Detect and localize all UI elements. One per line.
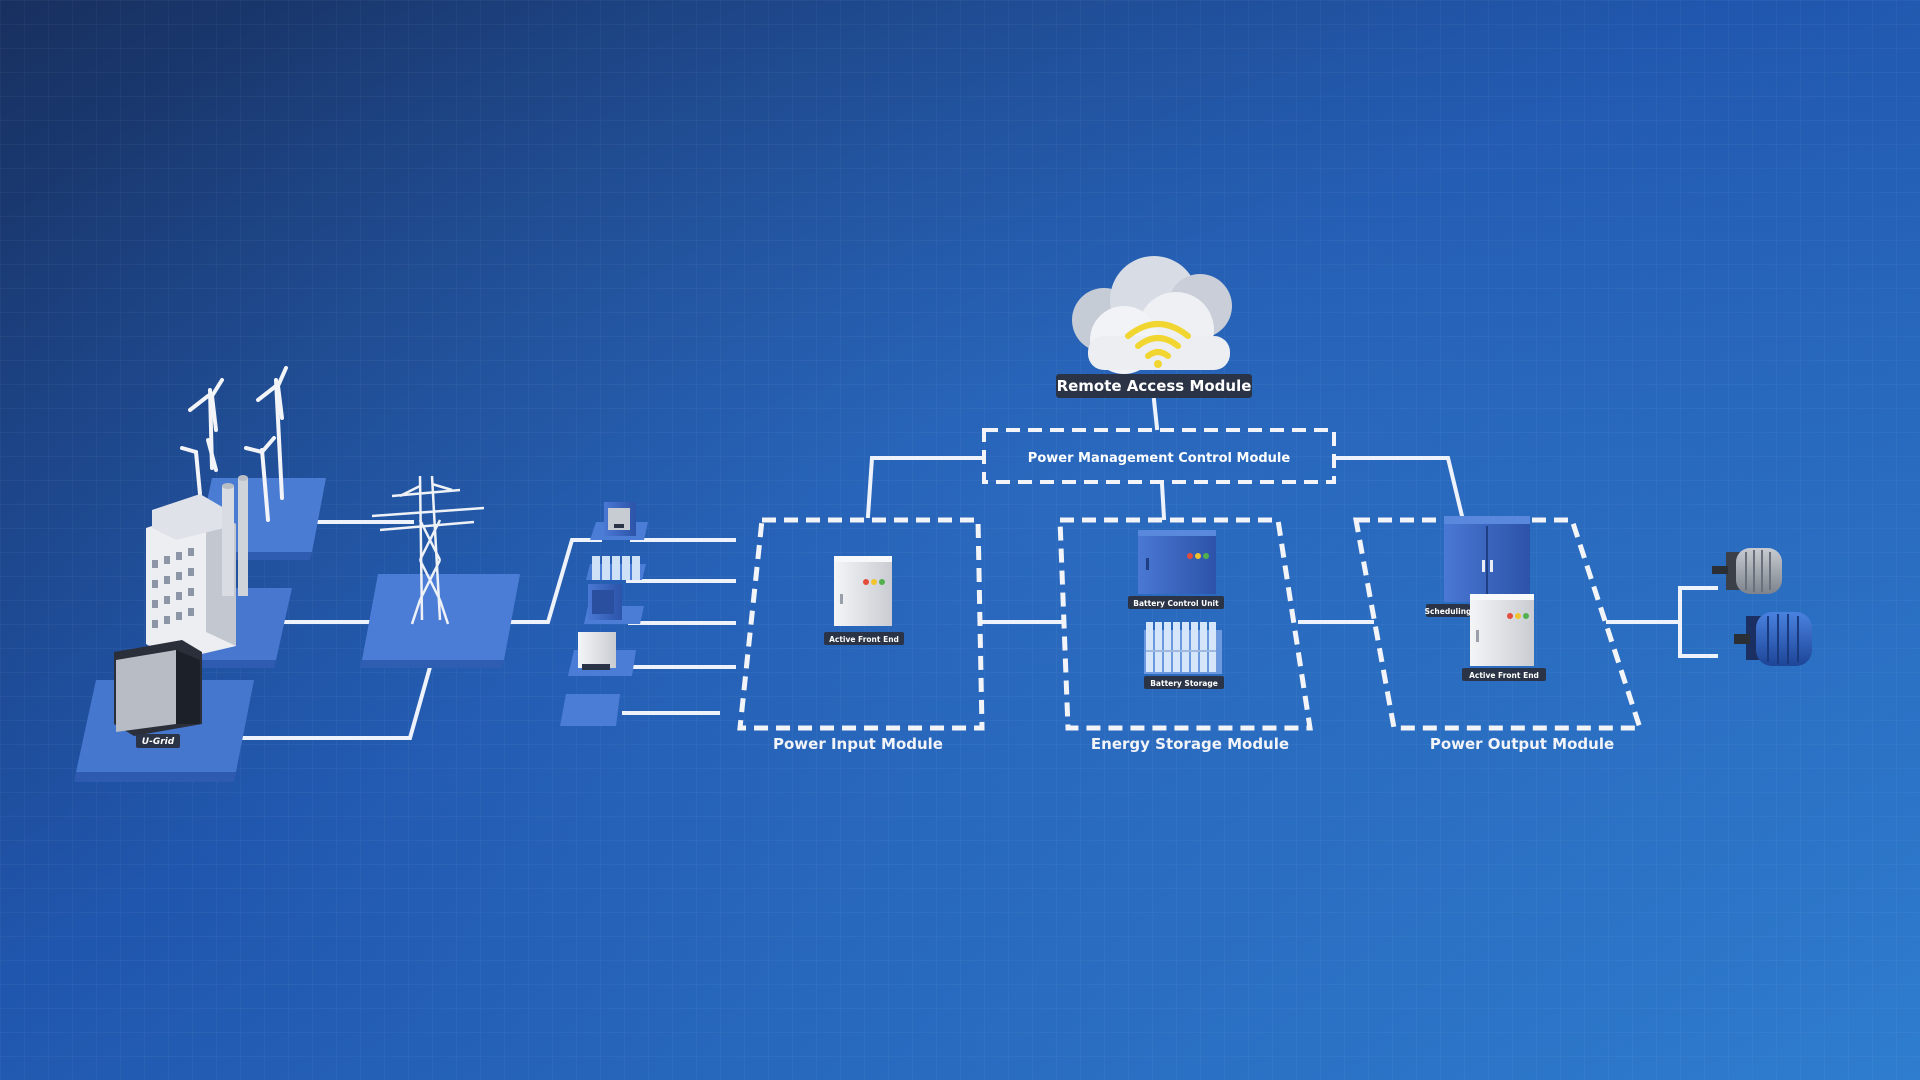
power-output-label: Power Output Module xyxy=(1430,735,1614,753)
ugrid: U-Grid xyxy=(74,640,254,782)
control-to-input-line xyxy=(865,456,982,519)
ugrid-label: U-Grid xyxy=(142,737,175,747)
power-input-label: Power Input Module xyxy=(773,735,943,753)
energy-storage-module: Battery Control Unit Battery Storage Ene… xyxy=(1057,517,1313,753)
power-management-control-module: Power Management Control Module xyxy=(982,428,1336,484)
electrical-cabinet-icon xyxy=(114,640,202,736)
electrical-cabinet-icon xyxy=(1470,594,1534,666)
connection-lines xyxy=(238,397,1718,740)
distribution-stack xyxy=(560,502,648,726)
cloud-wifi-icon xyxy=(1072,256,1232,374)
motors xyxy=(1712,548,1812,666)
remote-access-module: Remote Access Module xyxy=(1056,256,1252,398)
transmission-tower-icon xyxy=(371,475,485,625)
motor-branch-line xyxy=(1678,586,1718,658)
factory-icon xyxy=(146,475,248,660)
control-to-output-line xyxy=(1336,456,1465,519)
power-management-label: Power Management Control Module xyxy=(1028,451,1291,466)
input-afe-label: Active Front End xyxy=(829,635,899,644)
electrical-cabinet-icon xyxy=(834,556,892,626)
power-input-box xyxy=(737,517,985,731)
battery-bank-icon xyxy=(592,556,640,580)
electrical-cabinet-icon xyxy=(1138,530,1216,594)
transmission xyxy=(360,475,520,668)
scheduling-label: Scheduling xyxy=(1425,607,1472,616)
wifi-icon xyxy=(1125,321,1191,359)
energy-storage-label: Energy Storage Module xyxy=(1091,735,1289,753)
remote-access-label: Remote Access Module xyxy=(1057,377,1252,395)
battery-storage-label: Battery Storage xyxy=(1150,679,1218,688)
battery-bank-icon xyxy=(1144,622,1222,674)
wind-turbine-icon xyxy=(180,366,288,522)
output-afe-label: Active Front End xyxy=(1469,671,1539,680)
remote-access-label-bg xyxy=(1056,374,1252,398)
electrical-cabinet-icon xyxy=(578,632,616,670)
control-to-storage-line xyxy=(1159,481,1167,521)
electrical-cabinet-icon xyxy=(1444,516,1530,602)
electric-motor-icon xyxy=(1712,548,1782,594)
power-output-module: Scheduling Active Front End Power Output… xyxy=(1353,516,1644,753)
electrical-cabinet-icon xyxy=(588,584,622,620)
battery-control-unit-label: Battery Control Unit xyxy=(1133,599,1219,608)
power-management-box xyxy=(982,428,1336,484)
electric-motor-icon xyxy=(1734,612,1812,666)
cloud-to-control-line xyxy=(1151,397,1160,431)
energy-storage-box xyxy=(1057,517,1313,731)
power-input-module: Active Front End Power Input Module xyxy=(737,517,985,753)
tower-to-stack-line xyxy=(508,538,602,624)
ugrid-to-tower-line xyxy=(238,657,435,740)
electrical-cabinet-icon xyxy=(604,502,636,536)
